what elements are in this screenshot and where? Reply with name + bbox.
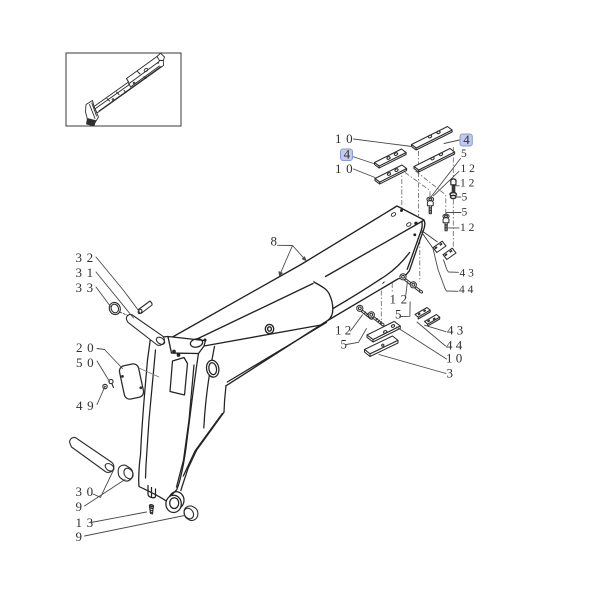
svg-text:3 3: 3 3 — [76, 280, 94, 295]
svg-text:1 2: 1 2 — [461, 163, 476, 175]
svg-text:4 3: 4 3 — [460, 268, 475, 280]
svg-text:4 4: 4 4 — [446, 338, 463, 353]
svg-text:4 9: 4 9 — [76, 398, 94, 413]
svg-text:9: 9 — [76, 529, 83, 544]
svg-text:1 2: 1 2 — [335, 323, 351, 338]
svg-text:5: 5 — [462, 192, 468, 204]
svg-text:1 0: 1 0 — [335, 131, 353, 146]
svg-text:1 3: 1 3 — [76, 515, 94, 530]
svg-text:4 4: 4 4 — [459, 284, 474, 296]
svg-text:3 2: 3 2 — [76, 250, 94, 265]
svg-text:1 2: 1 2 — [460, 222, 475, 234]
svg-text:1 2: 1 2 — [460, 178, 475, 190]
svg-text:5: 5 — [461, 148, 467, 160]
svg-text:1 0: 1 0 — [335, 161, 353, 176]
svg-text:5: 5 — [341, 337, 348, 352]
svg-text:5 0: 5 0 — [76, 355, 94, 370]
svg-text:4: 4 — [344, 147, 351, 162]
svg-text:3 1: 3 1 — [76, 265, 94, 280]
svg-text:5: 5 — [462, 207, 468, 219]
svg-text:4: 4 — [463, 132, 470, 147]
svg-text:5: 5 — [395, 307, 402, 322]
svg-text:9: 9 — [76, 499, 83, 514]
svg-text:2 0: 2 0 — [76, 340, 94, 355]
svg-text:3: 3 — [447, 366, 454, 381]
svg-text:3 0: 3 0 — [76, 484, 94, 499]
svg-text:1 2: 1 2 — [390, 292, 408, 307]
svg-text:1 0: 1 0 — [446, 351, 462, 366]
svg-text:4 3: 4 3 — [447, 323, 463, 338]
svg-text:8: 8 — [271, 234, 278, 249]
